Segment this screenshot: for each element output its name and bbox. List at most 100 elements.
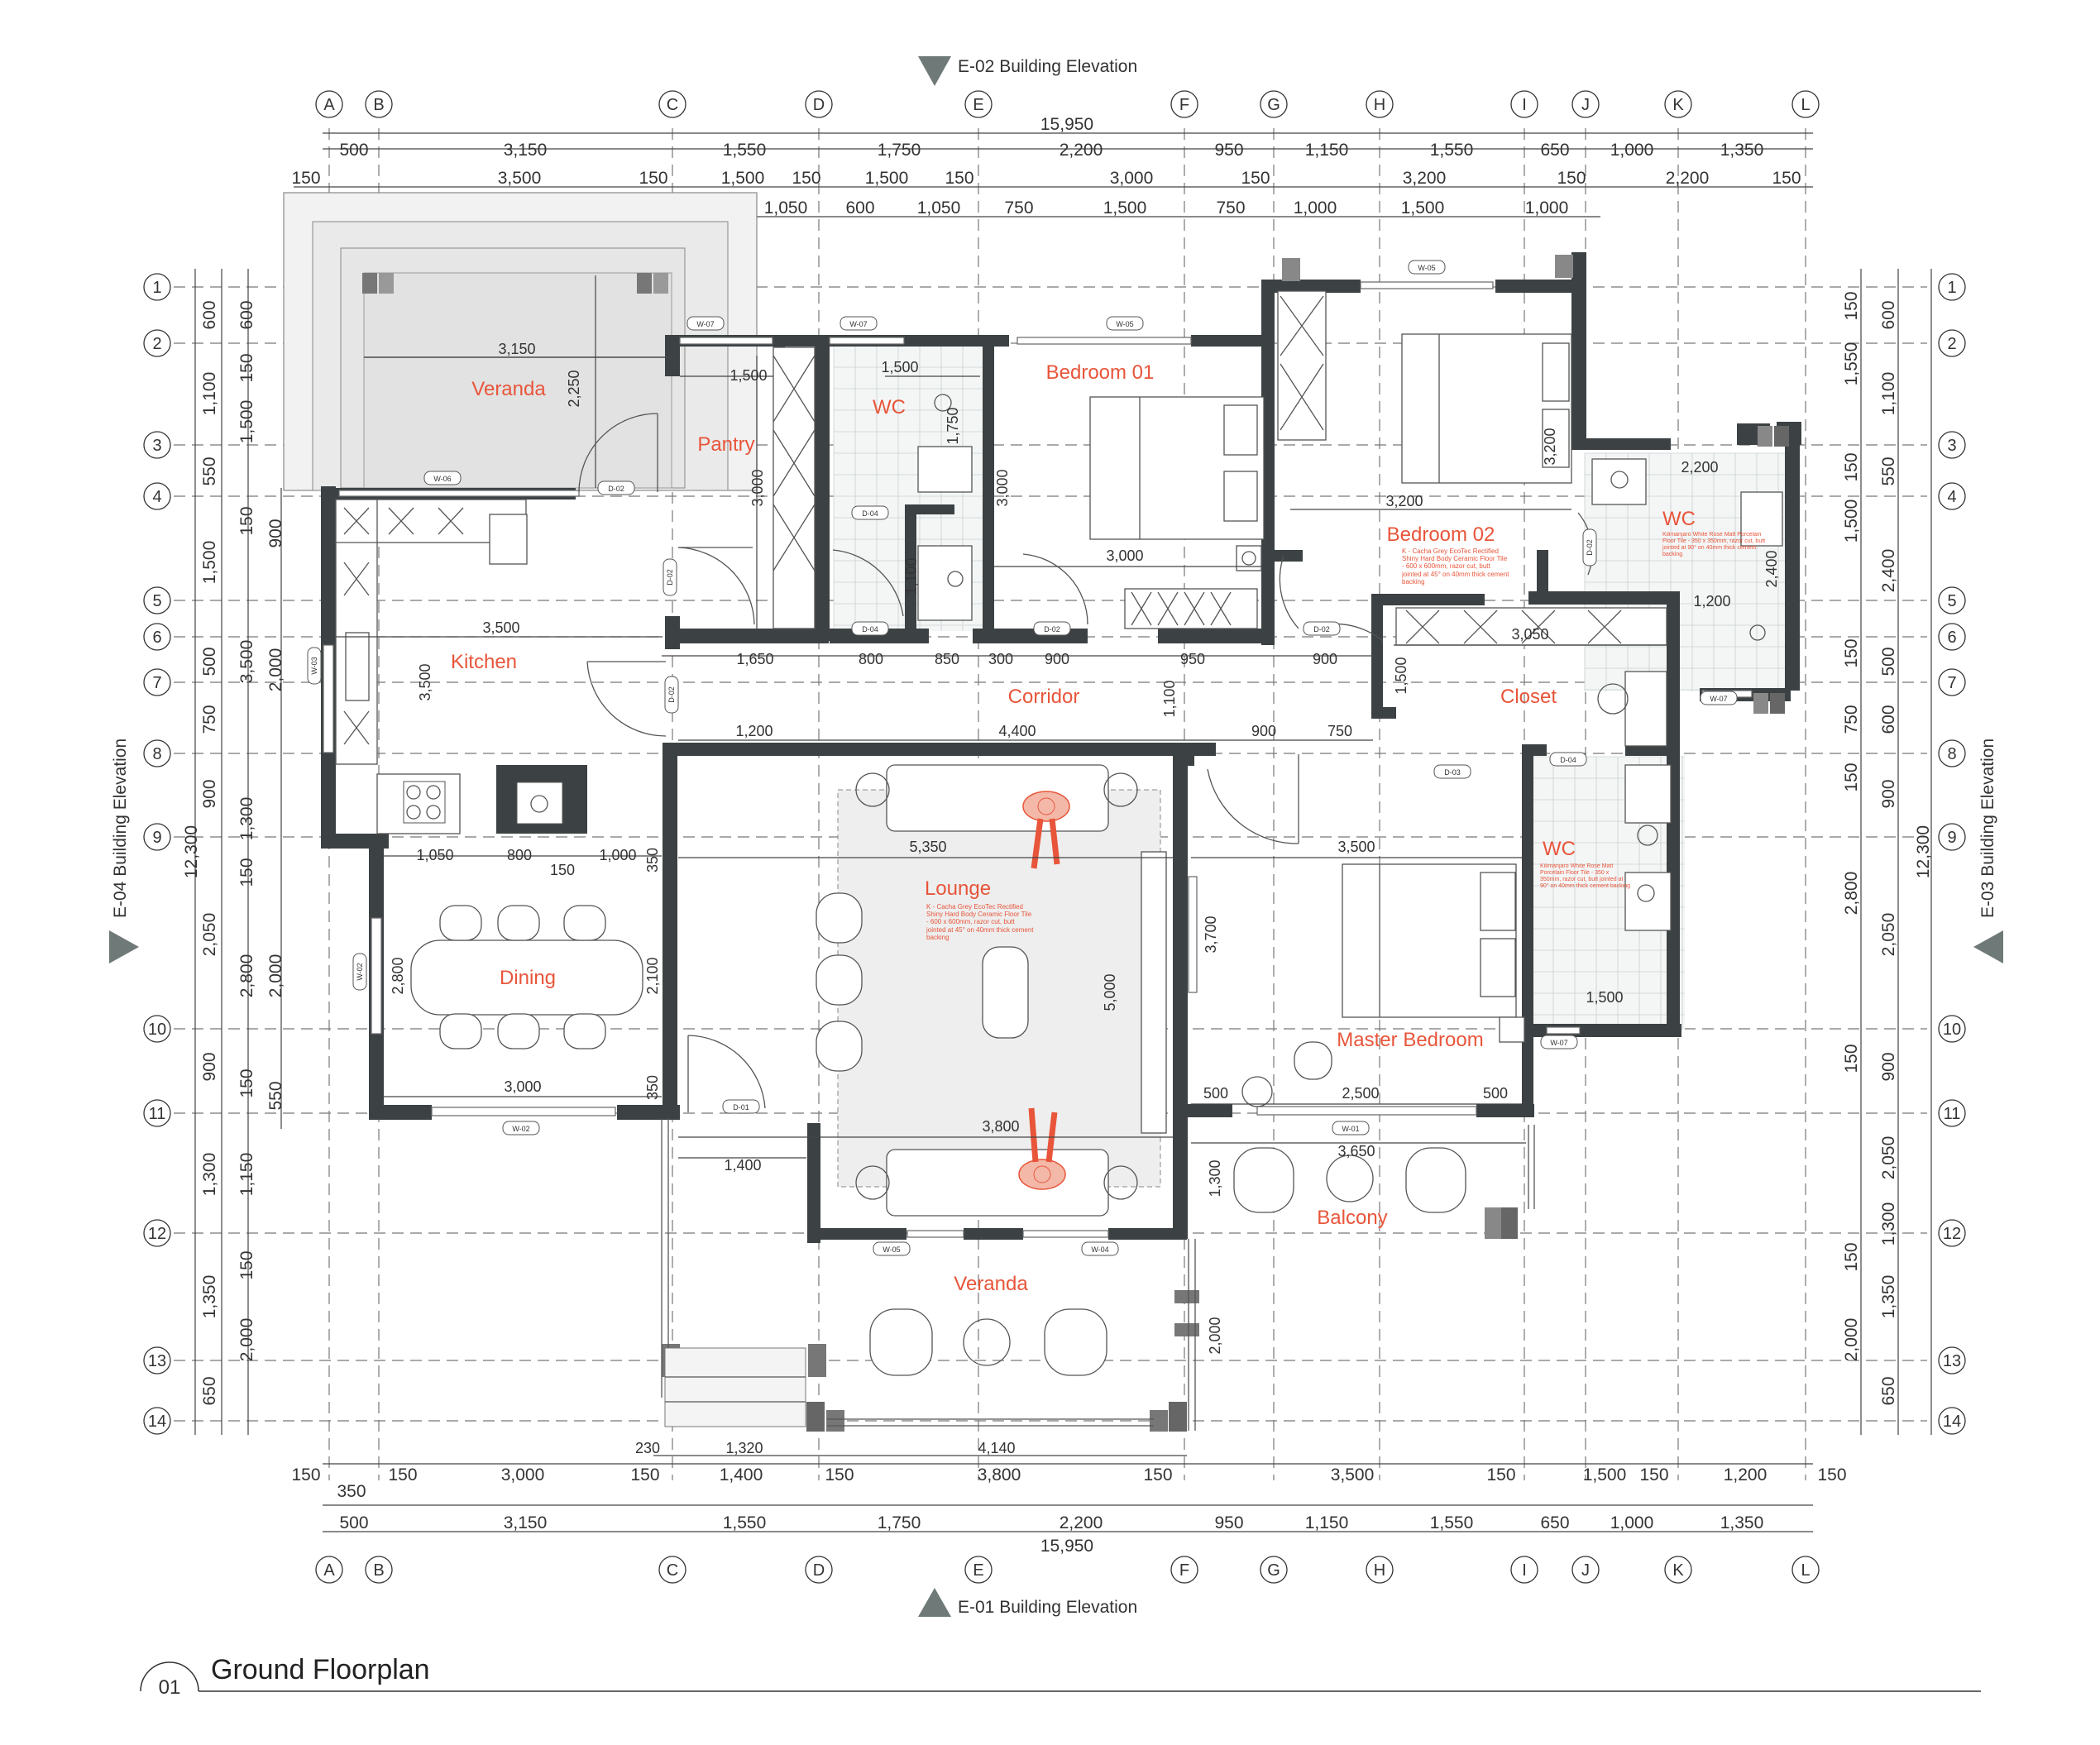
- title-number: 01: [159, 1676, 181, 1699]
- left-dim-col2: 600: [237, 300, 256, 329]
- grid-row-label: 5: [152, 592, 161, 610]
- grid-bubble-row: [1938, 739, 1966, 767]
- grid-bubble-row: [143, 1099, 171, 1127]
- left-dim-col1: 900: [200, 779, 219, 808]
- top-dim-row1: 650: [1540, 141, 1569, 160]
- dim-bed2-w: 3,200: [1385, 493, 1423, 509]
- interior-dims: 3,150 2,250 1,500 3,000 1,500 1,750 1,10…: [390, 341, 1780, 1355]
- grid-row-label: 2: [1947, 335, 1956, 353]
- grid-row-label: 4: [152, 488, 161, 506]
- bottom-dim-row1: 3,000: [501, 1465, 545, 1484]
- opening-tag-label: D-02: [1313, 625, 1330, 633]
- dim-lounge-w: 5,350: [909, 839, 946, 855]
- dim-master-b2: 2,500: [1342, 1085, 1379, 1102]
- grid-bubble-row: [143, 482, 171, 510]
- left-dim-col3: 550: [266, 1081, 285, 1110]
- left-elevation-marker: E-04 Building Elevation: [109, 739, 139, 963]
- right-dim-col2: 150: [1842, 452, 1861, 481]
- grid-row-label: 9: [152, 829, 161, 847]
- bottom-dim-row2: 1,550: [1430, 1513, 1474, 1532]
- grid-bubble-col: [805, 90, 833, 118]
- bedroom1-furniture: [1089, 396, 1265, 629]
- grid-col-label: C: [667, 1561, 678, 1580]
- grid-row-label: 1: [152, 279, 161, 297]
- bottom-elevation-label: E-01 Building Elevation: [958, 1598, 1137, 1617]
- wc3-fixtures: [1624, 764, 1672, 931]
- room-label-wc2: WC: [1662, 508, 1696, 530]
- left-dim-col2: 150: [237, 353, 256, 382]
- room-label-wc3: WC: [1543, 838, 1576, 860]
- dim-dining-h: 2,800: [390, 957, 406, 994]
- left-dim-col1: 1,100: [200, 372, 219, 416]
- grid-col-label: D: [813, 96, 825, 114]
- bottom-dim-row2: 1,150: [1305, 1513, 1349, 1532]
- top-dim-row2: 3,200: [1403, 169, 1447, 188]
- opening-tag: W-02: [352, 953, 367, 991]
- left-dim-col2: 150: [237, 1069, 256, 1097]
- dim-master-w: 3,500: [1337, 839, 1375, 855]
- left-elevation-label: E-04 Building Elevation: [111, 739, 130, 918]
- left-dim-col2: 1,150: [237, 1153, 256, 1197]
- grid-bubble-col: [1510, 1556, 1538, 1584]
- left-overall-dim: 12,300: [182, 825, 201, 878]
- note-wc2: Kilimanjaro White Rose Matt Porcelain Fl…: [1662, 532, 1766, 558]
- grid-bubble-row: [1938, 273, 1966, 301]
- grid-row-label: 14: [148, 1413, 166, 1431]
- grid-col-label: I: [1522, 1561, 1527, 1580]
- grid-bubble-col: [658, 1556, 686, 1584]
- grid-bubble-row: [143, 1407, 171, 1435]
- left-dim-col1: 650: [200, 1376, 219, 1405]
- top-dim-row1: 1,000: [1610, 141, 1654, 160]
- room-label-balcony: Balcony: [1317, 1207, 1387, 1229]
- dim-lounge-w2: 3,800: [982, 1118, 1019, 1135]
- grid-bubble-row: [143, 739, 171, 767]
- room-label-closet: Closet: [1500, 686, 1557, 708]
- grid-bubble-col: [1791, 1556, 1820, 1584]
- dim-bed1-h: 3,000: [994, 469, 1011, 506]
- dim-dining-w: 3,000: [504, 1078, 541, 1095]
- grid-col-label: A: [323, 1561, 335, 1580]
- grid-row-label: 10: [148, 1021, 166, 1039]
- kitchen-units: [335, 499, 563, 834]
- grid-row-label: 13: [1943, 1352, 1961, 1370]
- dim-veranda-h: 2,250: [566, 370, 582, 407]
- dim-veranda-w: 3,150: [498, 341, 535, 357]
- dim-wc2-h: 2,400: [1763, 550, 1780, 587]
- grid-bubble-row: [1938, 1346, 1966, 1374]
- veranda-furniture: [869, 1308, 1107, 1376]
- note-bedroom2: K - Cacha Grey EcoTec Rectified Shiny Ha…: [1402, 547, 1509, 586]
- grid-bubble-row: [143, 329, 171, 357]
- grid-bubble-row: [143, 1346, 171, 1374]
- room-label-pantry: Pantry: [697, 433, 754, 456]
- opening-tag: D-04: [851, 621, 889, 636]
- left-dim-col2: 2,800: [237, 954, 256, 998]
- opening-tag-label: D-02: [1586, 539, 1594, 556]
- grid-row-label: 10: [1943, 1021, 1961, 1039]
- right-dim-col1: 2,050: [1879, 913, 1898, 957]
- room-label-lounge: Lounge: [925, 877, 991, 900]
- drawing-title-block: 01 Ground Floorplan: [140, 1654, 1981, 1699]
- grid-col-label: K: [1672, 1561, 1684, 1580]
- left-dim-col1: 1,500: [200, 541, 219, 585]
- opening-tag: W-07: [686, 316, 725, 331]
- bottom-dim-row0: 230: [635, 1440, 660, 1456]
- top-dim-row2: 3,000: [1110, 169, 1154, 188]
- bottom-dim-row1: 1,200: [1724, 1465, 1768, 1484]
- grid-col-label: I: [1522, 96, 1527, 114]
- bottom-dim-row1: 3,500: [1331, 1465, 1375, 1484]
- dining-furniture: [410, 905, 643, 1049]
- opening-tag: D-02: [597, 480, 635, 495]
- bottom-dim-row1: 150: [630, 1465, 659, 1484]
- grid-row-label: 12: [148, 1225, 166, 1243]
- opening-tag: W-07: [1540, 1035, 1578, 1049]
- dim-din-150: 150: [550, 862, 575, 878]
- opening-tag: D-02: [663, 558, 677, 596]
- dim-pantry-h: 3,000: [749, 469, 766, 506]
- opening-tag-label: W-07: [849, 320, 867, 328]
- right-elevation-marker: E-03 Building Elevation: [1973, 739, 2003, 963]
- grid-row-label: 6: [152, 629, 161, 647]
- dim-balcony-h: 1,300: [1207, 1159, 1223, 1197]
- room-label-bedroom2: Bedroom 02: [1387, 524, 1495, 546]
- dim-din-800: 800: [507, 847, 532, 863]
- grid-bubble-col: [1170, 1556, 1198, 1584]
